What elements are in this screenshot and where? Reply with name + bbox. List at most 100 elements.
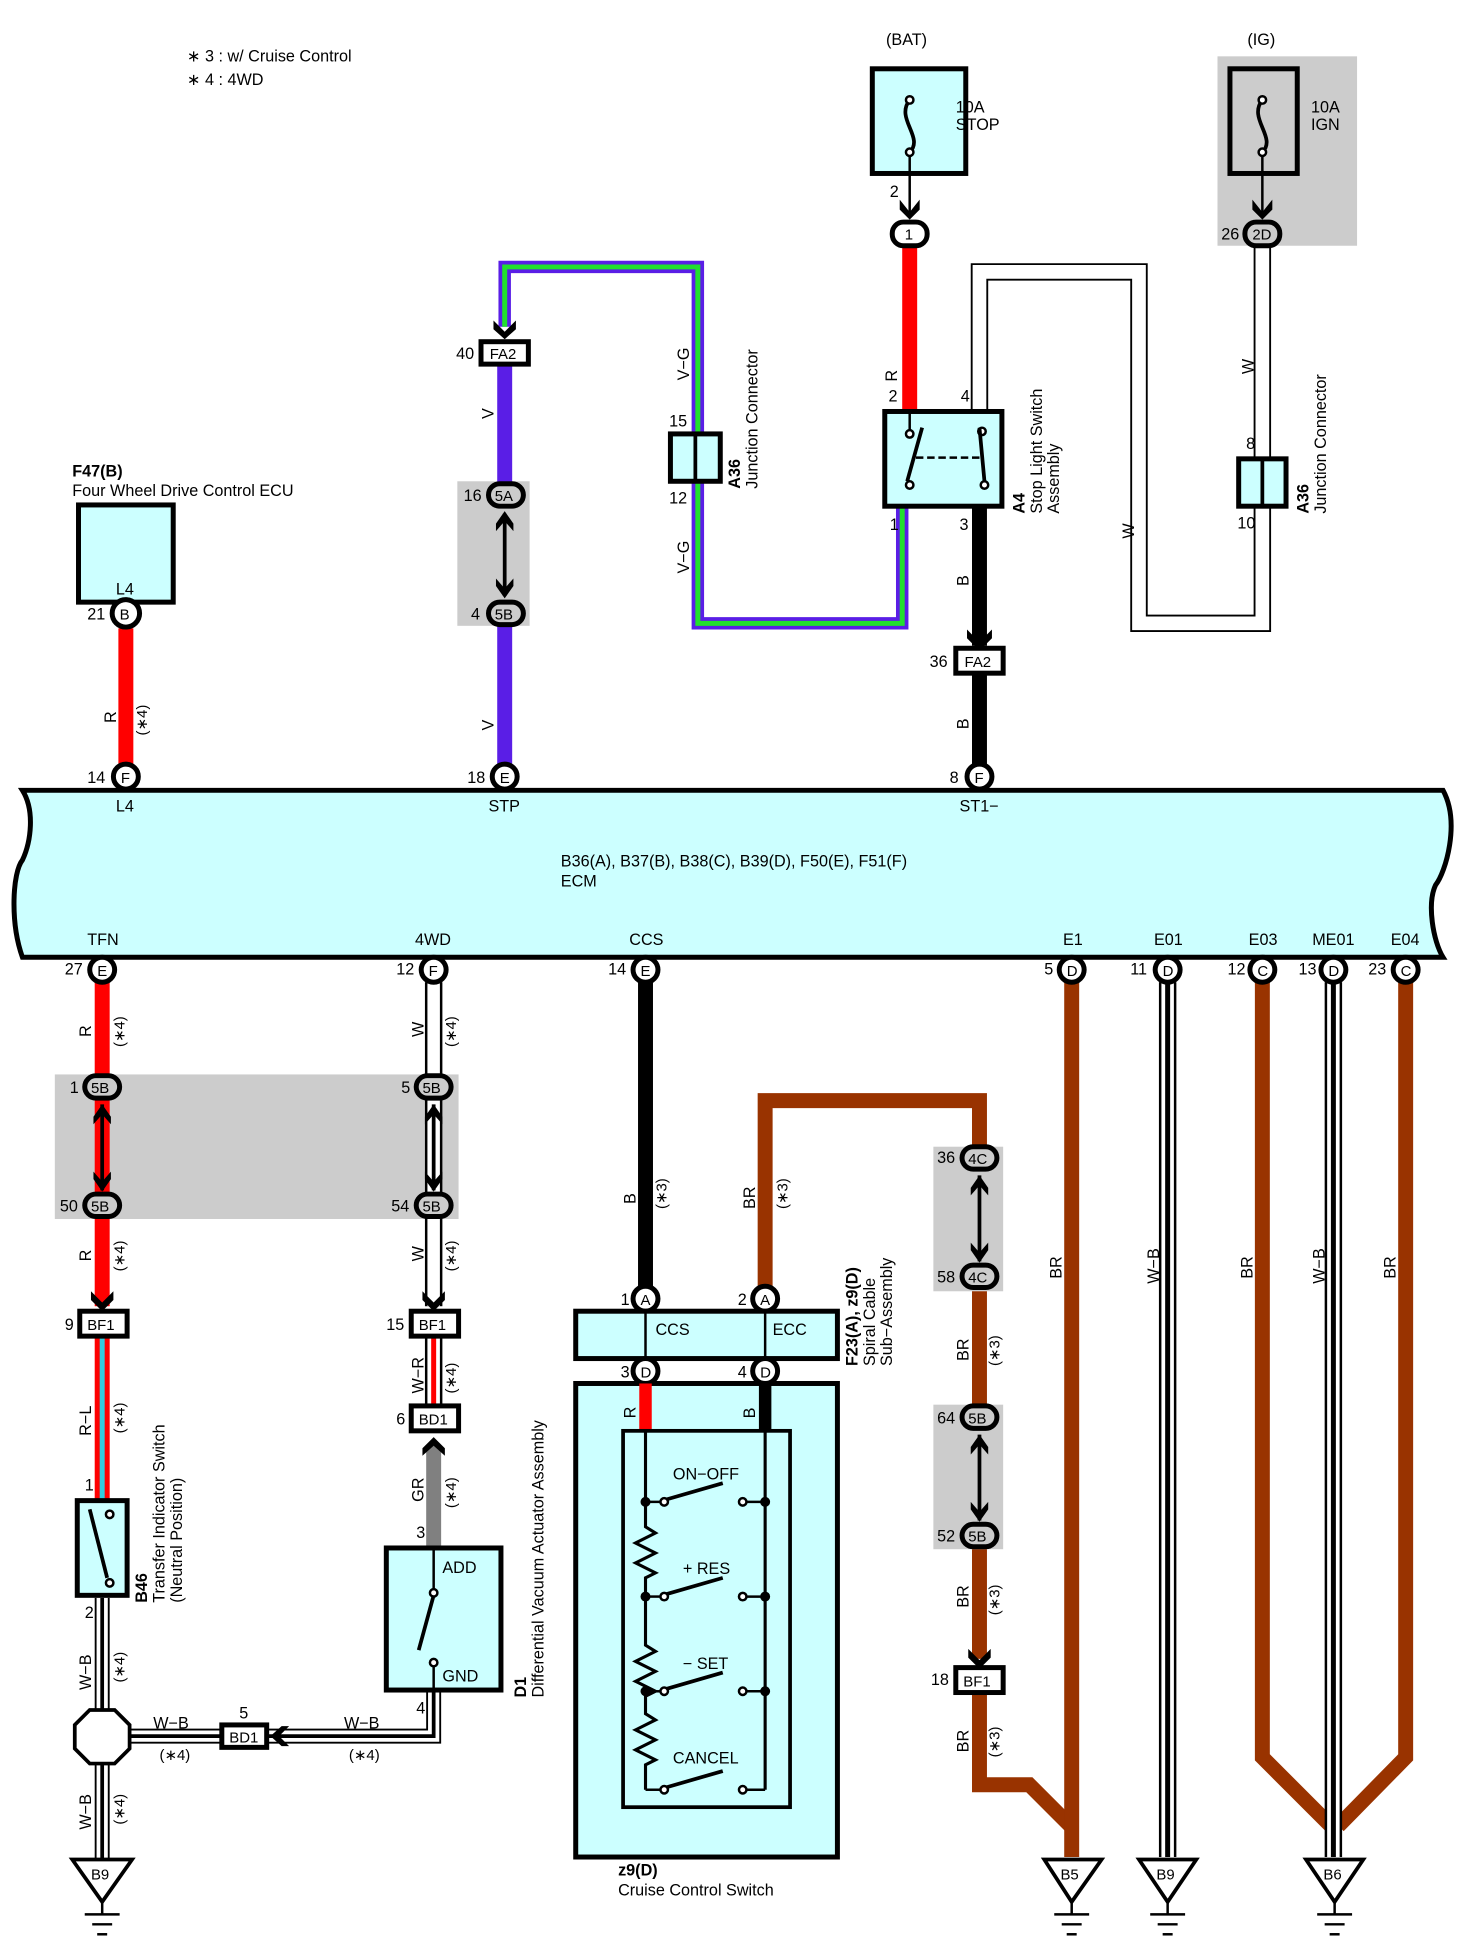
ground-b9-left: B9 xyxy=(68,1857,136,1936)
svg-text:A4: A4 xyxy=(1010,493,1028,514)
svg-text:E: E xyxy=(641,963,651,980)
svg-text:4C: 4C xyxy=(968,1151,987,1168)
arrow-down-icon xyxy=(899,199,920,220)
svg-text:L4: L4 xyxy=(116,581,134,599)
svg-text:(∗3): (∗3) xyxy=(654,1178,671,1209)
svg-text:5: 5 xyxy=(1044,961,1053,979)
svg-text:E: E xyxy=(500,770,510,787)
svg-text:18: 18 xyxy=(931,1671,949,1689)
svg-text:A: A xyxy=(641,1292,651,1309)
cruise-switch-name: Cruise Control Switch xyxy=(618,1882,774,1900)
svg-text:E01: E01 xyxy=(1154,931,1183,949)
svg-text:B5: B5 xyxy=(1060,1866,1078,1883)
four-wd-ecu: F47(B) Four Wheel Drive Control ECU L4 2… xyxy=(72,462,293,735)
arrow-down-icon xyxy=(1252,199,1273,220)
svg-text:5B: 5B xyxy=(495,607,513,624)
arrow-down-icon xyxy=(422,1291,445,1312)
svg-text:(∗4): (∗4) xyxy=(112,1016,129,1047)
svg-text:BF1: BF1 xyxy=(963,1673,990,1690)
switch-set: − SET xyxy=(640,1655,771,1697)
svg-text:V: V xyxy=(479,720,497,731)
connector-fa2-40: 40 FA2 V V xyxy=(456,320,531,731)
svg-text:5B: 5B xyxy=(968,1410,986,1427)
svg-text:Differential Vacuum Actuator A: Differential Vacuum Actuator Assembly xyxy=(529,1419,547,1697)
svg-text:15: 15 xyxy=(669,412,687,430)
svg-text:R: R xyxy=(622,1407,640,1419)
fuse-stop-name: STOP xyxy=(956,116,1000,134)
svg-text:BD1: BD1 xyxy=(419,1412,448,1429)
svg-text:(∗3): (∗3) xyxy=(775,1178,792,1209)
svg-text:W: W xyxy=(1240,358,1258,374)
svg-text:F: F xyxy=(974,770,983,787)
svg-text:BF1: BF1 xyxy=(419,1317,446,1334)
svg-text:W: W xyxy=(1120,523,1138,539)
svg-text:(∗4): (∗4) xyxy=(112,1794,129,1825)
wire-b-lower xyxy=(972,673,987,771)
svg-text:W: W xyxy=(410,1245,428,1261)
note-4wd: ∗ 4 : 4WD xyxy=(187,71,264,89)
ground-icon xyxy=(1040,1857,1106,1906)
svg-text:4: 4 xyxy=(961,388,970,406)
svg-text:B9: B9 xyxy=(91,1866,109,1883)
ecm: B36(A), B37(B), B38(C), B39(D), F50(E), … xyxy=(11,761,1454,985)
arrow-down-icon xyxy=(970,1501,989,1522)
arrow-down-icon xyxy=(424,1171,443,1192)
svg-text:B: B xyxy=(120,607,130,624)
wire-br-ecc xyxy=(757,1093,987,1289)
switch-contact-icon xyxy=(416,1594,436,1651)
ground-b9-right: B9 xyxy=(1135,1857,1200,1936)
svg-text:BR: BR xyxy=(1048,1256,1066,1279)
svg-text:5B: 5B xyxy=(422,1080,440,1097)
fuse-icon xyxy=(903,98,916,154)
wire-wr-stripe xyxy=(431,1336,437,1406)
svg-text:3: 3 xyxy=(960,516,969,534)
arrow-up-icon xyxy=(93,1104,111,1125)
wire-wb-e01-stripe xyxy=(1165,982,1171,1858)
ground-icon xyxy=(1302,1857,1367,1906)
svg-text:4: 4 xyxy=(738,1363,747,1381)
svg-text:Junction Connector: Junction Connector xyxy=(1312,374,1330,514)
svg-text:E03: E03 xyxy=(1249,931,1278,949)
svg-text:D1: D1 xyxy=(512,1677,530,1698)
svg-text:8: 8 xyxy=(1246,435,1255,453)
pin-b21 xyxy=(109,597,143,630)
wire-r-l4 xyxy=(118,628,134,768)
svg-text:BR: BR xyxy=(954,1585,972,1608)
svg-text:W−B: W−B xyxy=(344,1715,380,1733)
transfer-indicator-switch: 1 2 B46 Transfer Indicator Switch (Neutr… xyxy=(74,1424,186,1690)
arrow-up-icon xyxy=(495,511,514,532)
fuse-stop-box xyxy=(869,66,969,176)
four-wd-circuit: W (∗4) 5 5B 54 5B W (∗4) 15 BF1 W−R (∗4)… xyxy=(386,1016,462,1508)
ecm-codes: B36(A), B37(B), B38(C), B39(D), F50(E), … xyxy=(561,852,907,870)
svg-text:V−G: V−G xyxy=(675,347,693,380)
svg-text:Stop Light Switch: Stop Light Switch xyxy=(1028,389,1046,514)
svg-text:10: 10 xyxy=(1237,515,1255,533)
switch-on-off: ON−OFF xyxy=(640,1465,771,1507)
svg-text:BD1: BD1 xyxy=(229,1729,258,1746)
ecm-name: ECM xyxy=(561,872,597,890)
svg-text:50: 50 xyxy=(60,1198,78,1216)
arrow-down-icon xyxy=(93,1171,111,1192)
svg-text:4: 4 xyxy=(416,1700,425,1718)
svg-text:V: V xyxy=(479,408,497,419)
arrow-up-icon xyxy=(422,1437,445,1456)
svg-text:1: 1 xyxy=(85,1477,94,1495)
svg-text:C: C xyxy=(1257,963,1268,980)
ground-b6: B6 xyxy=(1302,1857,1367,1936)
svg-text:ST1−: ST1− xyxy=(960,798,999,816)
connector-2d xyxy=(1242,219,1283,249)
svg-text:TFN: TFN xyxy=(87,931,118,949)
svg-text:15: 15 xyxy=(386,1316,404,1334)
connector-fa2-36: 36 FA2 xyxy=(930,629,1006,676)
ecm-terminal-e1: E1 5 D xyxy=(1044,931,1087,985)
svg-text:R−L: R−L xyxy=(77,1406,95,1436)
svg-text:B46: B46 xyxy=(133,1573,151,1603)
arrow-down-icon xyxy=(493,320,516,340)
svg-text:5B: 5B xyxy=(91,1080,109,1097)
svg-text:52: 52 xyxy=(937,1528,955,1546)
svg-text:CANCEL: CANCEL xyxy=(673,1750,739,1768)
arrow-down-icon xyxy=(495,578,514,599)
svg-text:(∗4): (∗4) xyxy=(443,1241,460,1272)
ground-b5: B5 xyxy=(1040,1857,1106,1936)
svg-text:(∗4): (∗4) xyxy=(443,1477,460,1508)
